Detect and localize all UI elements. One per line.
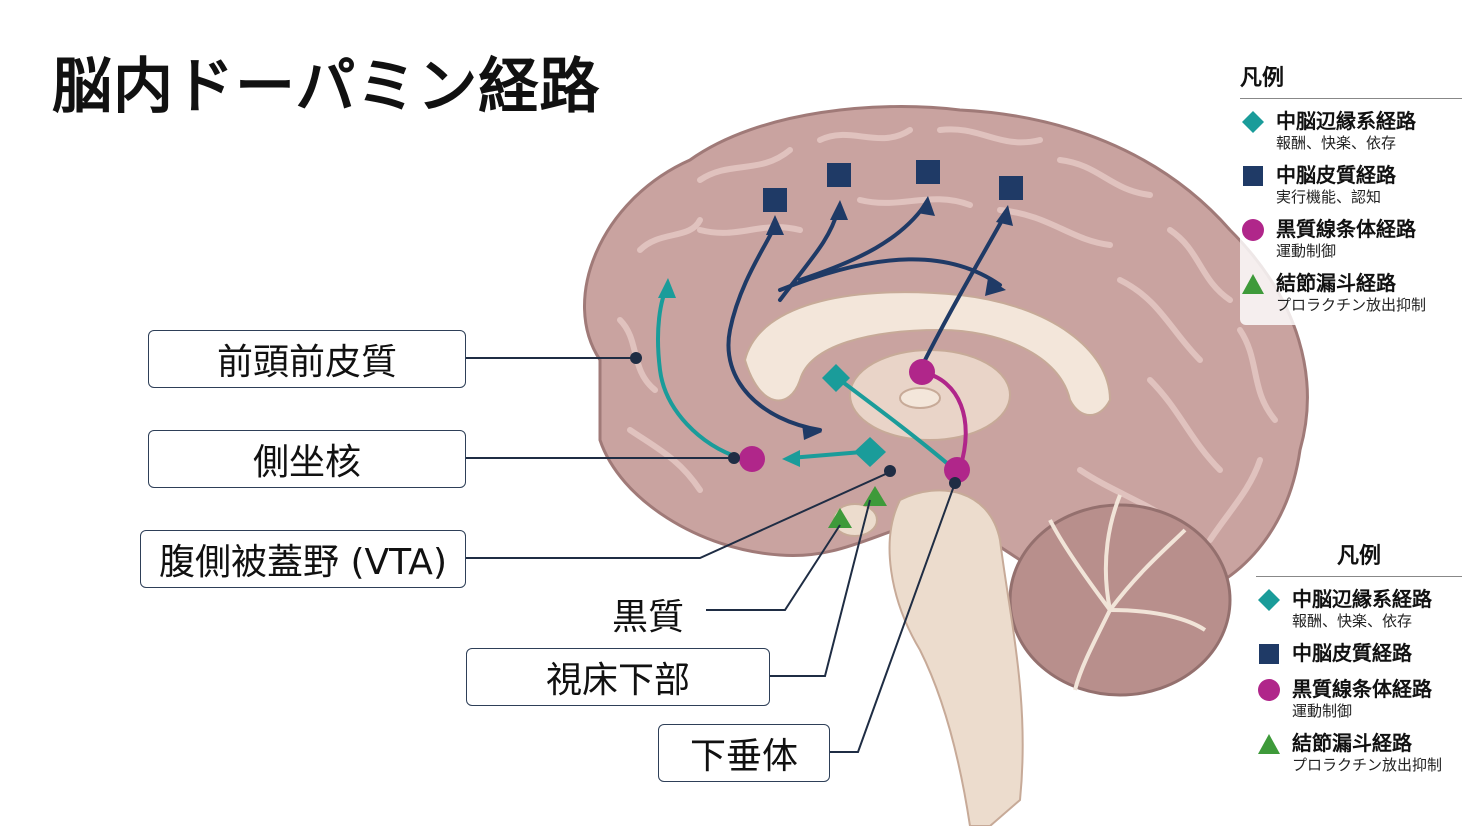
gyri [617, 126, 1278, 543]
navy-square-icon [1240, 163, 1266, 189]
legend-name: 黒質線条体経路 [1276, 217, 1416, 241]
legend-desc: プロラクチン放出抑制 [1292, 756, 1443, 774]
teal-diamond-icon [1240, 109, 1266, 135]
label-vta: 腹側被蓋野 (VTA) [140, 530, 466, 588]
mesocortical-squares [763, 160, 1023, 212]
legend-desc: 報酬、快楽、依存 [1276, 134, 1397, 152]
label-nucleus-accumbens: 側坐核 [148, 430, 466, 488]
corpus-callosum [743, 291, 1112, 416]
legend-name: 黒質線条体経路 [1292, 677, 1432, 701]
legend-desc: 運動制御 [1292, 702, 1353, 720]
green-triangle-icon [1240, 271, 1266, 297]
legend-item-nigrostriatal: 黒質線条体経路 運動制御 [1240, 217, 1462, 261]
legend-name: 中脳辺縁系経路 [1276, 109, 1416, 133]
arbor-vitae [1048, 494, 1207, 691]
label-pituitary: 下垂体 [658, 724, 830, 782]
legend-item-tuberoinfundibular: 結節漏斗経路 プロラクチン放出抑制 [1256, 731, 1462, 775]
mesolimbic-arrowheads [658, 278, 800, 467]
legend-item-tuberoinfundibular: 結節漏斗経路 プロラクチン放出抑制 [1240, 271, 1462, 315]
navy-square-icon [1256, 641, 1282, 667]
magenta-circle-icon [1240, 217, 1266, 243]
mesolimbic-diamonds [822, 364, 886, 467]
mesocortical-arrowheads [766, 196, 1013, 440]
legend-name: 結節漏斗経路 [1292, 731, 1412, 755]
label-substantia-nigra: 黒質 [612, 597, 685, 638]
magenta-circle-icon [1256, 677, 1282, 703]
leader-lines [466, 357, 956, 753]
legend-title: 凡例 [1240, 60, 1462, 99]
legend-name: 中脳皮質経路 [1276, 163, 1396, 187]
legend-desc: 運動制御 [1276, 242, 1337, 260]
legend-item-mesocortical: 中脳皮質経路 実行機能、認知 [1240, 163, 1462, 207]
accumbens-dot [739, 446, 765, 472]
label-hypothalamus: 視床下部 [466, 648, 770, 706]
page-title: 脳内ドーパミン経路 [52, 52, 601, 122]
legend-desc: 報酬、快楽、依存 [1292, 612, 1413, 630]
legend-item-mesolimbic: 中脳辺縁系経路 報酬、快楽、依存 [1240, 109, 1462, 153]
legend-item-nigrostriatal: 黒質線条体経路 運動制御 [1256, 677, 1462, 721]
legend-desc: プロラクチン放出抑制 [1276, 296, 1427, 314]
label-prefrontal-cortex: 前頭前皮質 [148, 330, 466, 388]
green-triangle-icon [1256, 731, 1282, 757]
leader-dots [630, 352, 961, 489]
legend-bottom: 凡例 中脳辺縁系経路 報酬、快楽、依存 中脳皮質経路 黒質線条体経路 運動制御 … [1256, 538, 1462, 785]
nigrostriatal-dot [944, 457, 970, 483]
legend-desc: 実行機能、認知 [1276, 188, 1382, 206]
nigrostriatal-dot [909, 359, 935, 385]
legend-title: 凡例 [1256, 538, 1462, 577]
legend-item-mesocortical: 中脳皮質経路 [1256, 641, 1462, 667]
legend-name: 中脳皮質経路 [1292, 641, 1412, 665]
legend-name: 結節漏斗経路 [1276, 271, 1396, 295]
legend-top: 凡例 中脳辺縁系経路 報酬、快楽、依存 中脳皮質経路 実行機能、認知 黒質線条体… [1240, 60, 1462, 325]
mesolimbic-paths [656, 283, 957, 472]
teal-diamond-icon [1256, 587, 1282, 613]
legend-item-mesolimbic: 中脳辺縁系経路 報酬、快楽、依存 [1256, 587, 1462, 631]
legend-name: 中脳辺縁系経路 [1292, 587, 1432, 611]
